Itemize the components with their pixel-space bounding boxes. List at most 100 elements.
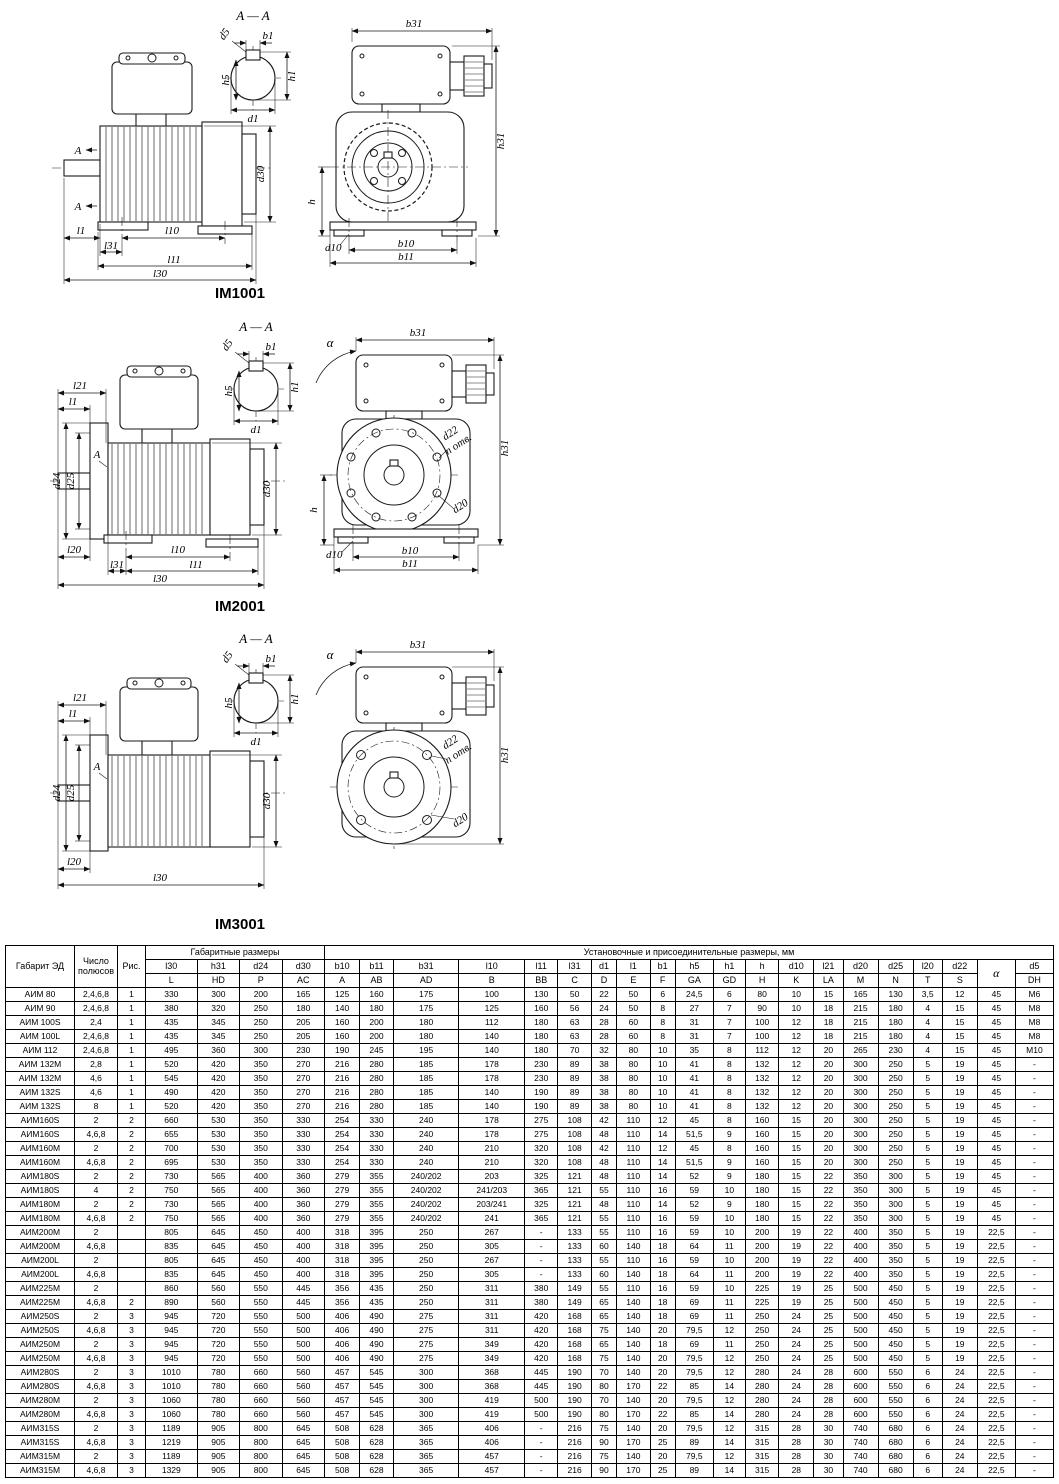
table-cell: 50 — [616, 1001, 651, 1016]
table-cell: 215 — [842, 1001, 879, 1016]
col-header-symbol: h1 — [712, 959, 746, 974]
table-cell: 24 — [778, 1407, 815, 1422]
table-cell: 5 — [912, 1253, 943, 1268]
table-cell: 5 — [912, 1099, 943, 1114]
table-cell: 2 — [74, 1141, 118, 1156]
col-header-symbol: h — [744, 959, 780, 974]
dimensions-table-head: Габарит ЭД Число полюсов Рис. Габаритные… — [5, 945, 1055, 988]
table-cell: 216 — [324, 1071, 361, 1086]
table-cell: 25 — [813, 1351, 844, 1366]
table-cell: 1010 — [145, 1365, 198, 1380]
dim-label-d30: d30 — [261, 792, 273, 809]
table-cell: 254 — [324, 1113, 361, 1128]
table-cell: - — [1014, 1421, 1055, 1436]
table-cell: 2 — [74, 1281, 118, 1296]
table-cell: 275 — [392, 1309, 460, 1324]
table-cell: - — [524, 1449, 559, 1464]
table-cell: 4 — [74, 1183, 118, 1198]
table-cell: 180 — [744, 1211, 780, 1226]
col-header-symbol: l1 — [616, 959, 651, 974]
table-cell: 1060 — [145, 1393, 198, 1408]
table-cell: 59 — [674, 1211, 714, 1226]
table-cell: 22,5 — [976, 1253, 1016, 1268]
dim-label-b10: b10 — [398, 238, 415, 250]
table-cell: 395 — [359, 1253, 394, 1268]
table-cell: - — [524, 1421, 559, 1436]
table-cell: 300 — [842, 1127, 879, 1142]
table-cell: 280 — [359, 1071, 394, 1086]
table-cell: 19 — [941, 1071, 978, 1086]
table-cell: 51,5 — [674, 1127, 714, 1142]
table-cell: 11 — [712, 1309, 746, 1324]
dim-label-l20: l20 — [67, 856, 82, 868]
table-cell: 22 — [813, 1253, 844, 1268]
table-cell: 200 — [744, 1253, 780, 1268]
table-cell: 45 — [976, 1197, 1016, 1212]
table-cell: 325 — [524, 1169, 559, 1184]
table-cell: 45 — [976, 1043, 1016, 1058]
table-cell: 280 — [744, 1365, 780, 1380]
table-cell: 31 — [674, 1015, 714, 1030]
table-cell: 100 — [744, 1015, 780, 1030]
table-cell: 90 — [590, 1435, 618, 1450]
table-cell: 4,6,8 — [74, 1127, 118, 1142]
table-cell: 64 — [674, 1267, 714, 1282]
table-cell: 8 — [649, 1029, 676, 1044]
table-cell: 400 — [239, 1197, 283, 1212]
table-cell: 419 — [458, 1393, 526, 1408]
table-cell: 8 — [712, 1057, 746, 1072]
dim-label-h5: h5 — [220, 74, 232, 86]
table-cell: 1 — [117, 1071, 146, 1086]
table-cell: 275 — [524, 1127, 559, 1142]
table-cell: 5 — [912, 1169, 943, 1184]
table-cell: 835 — [145, 1267, 198, 1282]
table-cell: 1189 — [145, 1421, 198, 1436]
table-cell: 15 — [941, 1029, 978, 1044]
table-cell: 2 — [117, 1127, 146, 1142]
table-cell: 3 — [117, 1421, 146, 1436]
table-cell: 435 — [359, 1281, 394, 1296]
table-cell: 250 — [239, 1029, 283, 1044]
table-cell: 121 — [557, 1183, 592, 1198]
table-cell: 160 — [744, 1155, 780, 1170]
table-cell: 645 — [281, 1421, 326, 1436]
table-cell: 180 — [359, 1001, 394, 1016]
table-cell: 406 — [324, 1337, 361, 1352]
table-cell: 185 — [392, 1085, 460, 1100]
table-cell: 59 — [674, 1183, 714, 1198]
table-cell: 15 — [778, 1113, 815, 1128]
table-cell: 28 — [778, 1449, 815, 1464]
table-cell: 160 — [359, 987, 394, 1002]
table-cell: 457 — [324, 1407, 361, 1422]
cell-model: АИМ315M — [5, 1449, 75, 1464]
table-cell: 215 — [842, 1015, 879, 1030]
table-cell: 24 — [778, 1351, 815, 1366]
table-cell: 38 — [590, 1099, 618, 1114]
table-cell: 5 — [912, 1141, 943, 1156]
table-cell: 660 — [239, 1393, 283, 1408]
table-cell: 6 — [912, 1421, 943, 1436]
table-cell: 800 — [239, 1421, 283, 1436]
table-cell: 165 — [281, 987, 326, 1002]
table-cell: 400 — [842, 1239, 879, 1254]
table-cell: 356 — [324, 1281, 361, 1296]
col-header-letter: K — [778, 973, 815, 988]
table-cell: 254 — [324, 1127, 361, 1142]
dim-label-h5: h5 — [223, 697, 235, 709]
table-cell: M8 — [1014, 1015, 1055, 1030]
table-cell: 12 — [778, 1085, 815, 1100]
table-cell: 15 — [941, 1043, 978, 1058]
table-cell: 4,6,8 — [74, 1211, 118, 1226]
dim-label-h31: h31 — [499, 440, 511, 457]
table-cell: 800 — [239, 1435, 283, 1450]
table-cell: 368 — [458, 1379, 526, 1394]
table-cell: 300 — [877, 1183, 914, 1198]
table-cell: 48 — [590, 1155, 618, 1170]
table-cell: 14 — [649, 1155, 676, 1170]
table-cell: 457 — [324, 1365, 361, 1380]
table-cell: 2,4,6,8 — [74, 987, 118, 1002]
dim-label-l31: l31 — [104, 240, 118, 252]
